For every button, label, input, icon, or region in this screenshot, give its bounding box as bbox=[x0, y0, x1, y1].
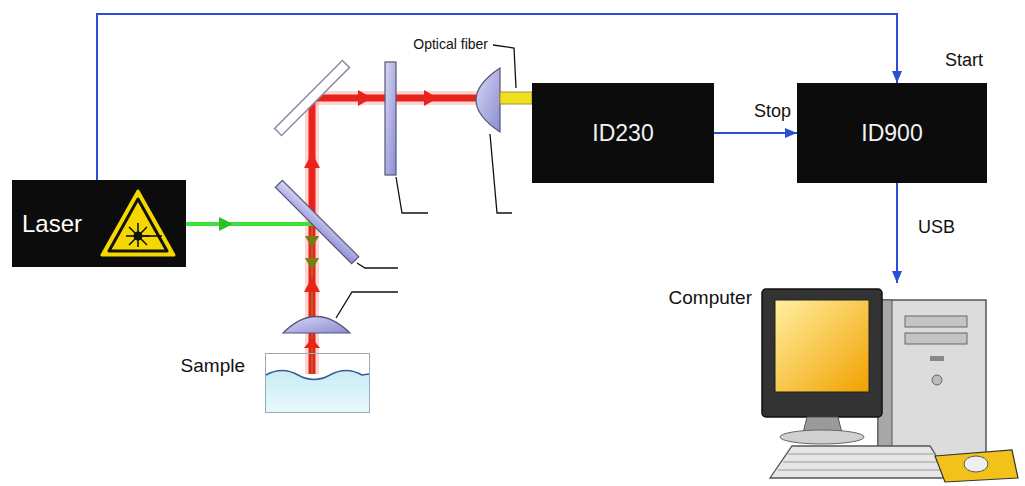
laser-beams bbox=[186, 98, 502, 374]
beam-arrows bbox=[219, 90, 438, 348]
laser-warning-symbol bbox=[100, 189, 176, 259]
signal-label: Start bbox=[943, 50, 985, 71]
signal-wire bbox=[97, 14, 897, 180]
computer-illustration bbox=[740, 283, 1020, 483]
sample-cuvette bbox=[265, 353, 370, 413]
signal-wire bbox=[714, 132, 797, 134]
sample-cuvette: Sample bbox=[265, 353, 370, 413]
node-label: Sample bbox=[181, 355, 245, 377]
node-label: ID230 bbox=[592, 120, 653, 147]
node-label: Laser bbox=[22, 210, 82, 238]
part-label: Optical fiber bbox=[413, 36, 488, 52]
computer-node: Computer bbox=[740, 283, 1020, 483]
signal-label: USB bbox=[916, 217, 957, 238]
beam-splitter bbox=[275, 180, 358, 263]
detector-box: ID230 bbox=[532, 83, 714, 183]
filter bbox=[385, 62, 396, 175]
node-label: ID900 bbox=[861, 120, 922, 147]
node-label: Computer bbox=[669, 287, 752, 309]
signal-label: Stop bbox=[752, 101, 793, 122]
laser-box: Laser bbox=[12, 180, 186, 267]
mirror bbox=[275, 61, 350, 136]
optical-fiber bbox=[500, 92, 532, 104]
fiber-lens bbox=[476, 68, 500, 132]
objective-lens bbox=[283, 317, 350, 334]
signal-wire bbox=[896, 183, 898, 283]
leader-lines bbox=[336, 45, 516, 318]
counter-box: ID900 bbox=[797, 83, 987, 183]
